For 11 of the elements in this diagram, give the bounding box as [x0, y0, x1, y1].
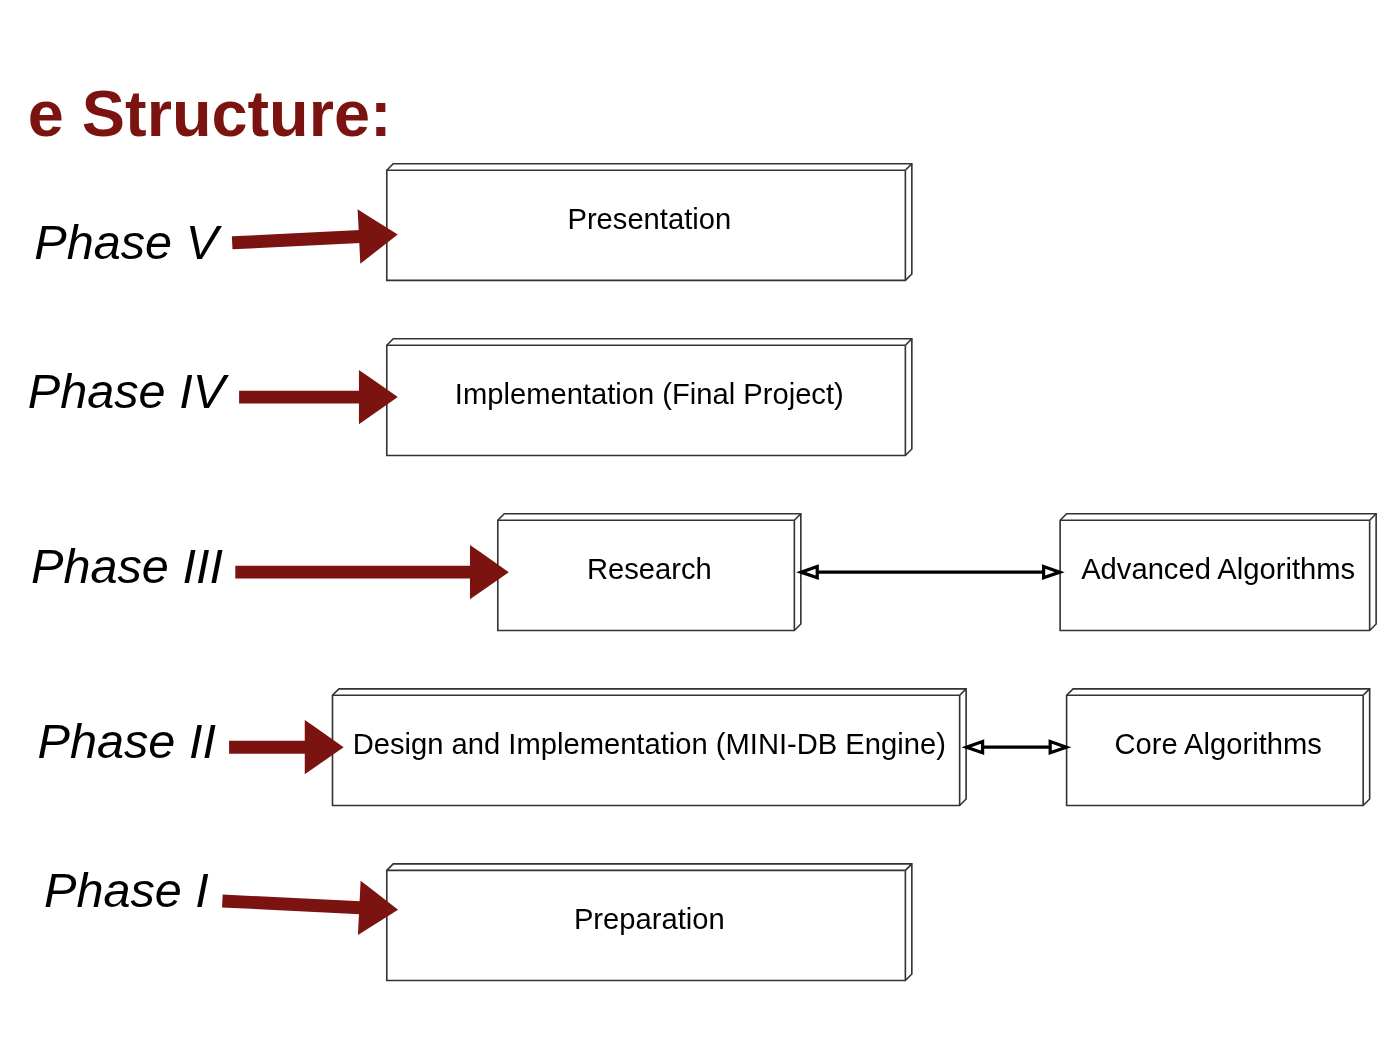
node-text: Phase I: [44, 862, 209, 917]
arrow: [239, 369, 398, 425]
diagram-title: e Structure:: [27, 77, 392, 151]
arrow: [231, 209, 398, 264]
node-text: Phase III: [31, 538, 223, 593]
arrow: [229, 719, 344, 775]
arrow: [222, 880, 399, 935]
arrow: [961, 739, 1072, 756]
arrow: [235, 544, 509, 600]
node-text: Phase II: [37, 713, 216, 768]
arrow: [796, 564, 1065, 581]
